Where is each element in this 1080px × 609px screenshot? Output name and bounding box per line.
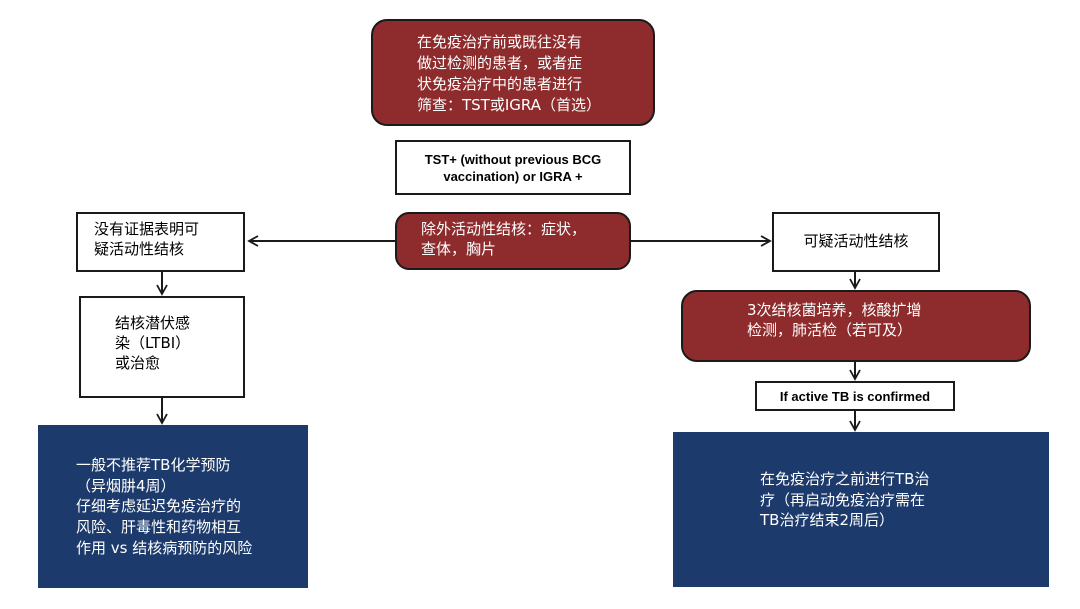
suspected-active-tb-box: 可疑活动性结核 [772,212,940,272]
diagnostic-workup-box: 3次结核菌培养，核酸扩增 检测，肺活检（若可及） [681,290,1031,362]
tb-confirmed-box: If active TB is confirmed [755,381,955,411]
ltbi-outcome-box: 一般不推荐TB化学预防 （异烟肼4周） 仔细考虑延迟免疫治疗的 风险、肝毒性和药… [38,425,308,588]
screening-box: 在免疫治疗前或既往没有 做过检测的患者，或者症 状免疫治疗中的患者进行 筛查：T… [371,19,655,126]
exclude-active-tb-box: 除外活动性结核：症状， 查体，胸片 [395,212,631,270]
active-tb-outcome-box: 在免疫治疗之前进行TB治 疗（再启动免疫治疗需在 TB治疗结束2周后） [673,432,1049,587]
ltbi-box: 结核潜伏感 染（LTBI） 或治愈 [79,296,245,398]
positive-test-box: TST+ (without previous BCG vaccination) … [395,140,631,195]
no-evidence-box: 没有证据表明可 疑活动性结核 [76,212,245,272]
